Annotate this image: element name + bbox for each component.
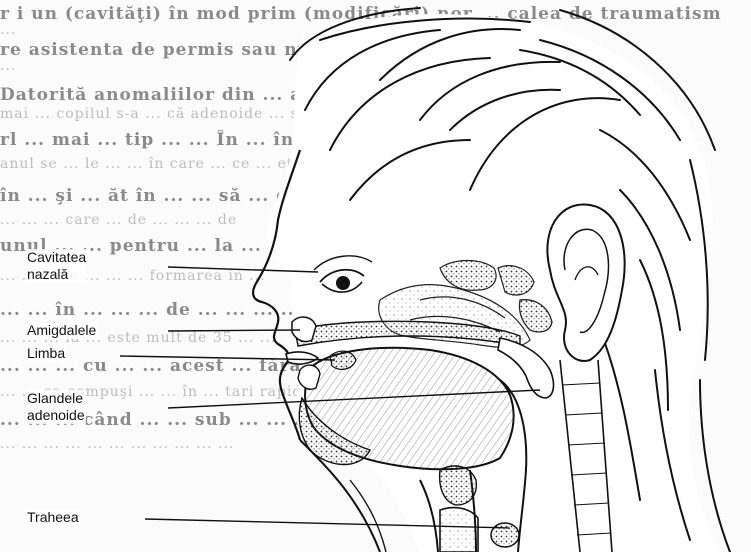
label-line: Cavitatea bbox=[27, 249, 86, 266]
label-limba: Limba bbox=[26, 345, 66, 362]
label-cavitatea-nazala: Cavitatea nazală bbox=[26, 249, 87, 283]
label-line: Amigdalele bbox=[27, 322, 96, 339]
label-line: Glandele bbox=[27, 390, 85, 407]
label-line: Limba bbox=[27, 345, 65, 362]
label-glandele-adenoide: Glandele adenoide bbox=[26, 390, 86, 424]
trachea bbox=[440, 508, 478, 552]
label-line: adenoide bbox=[27, 407, 85, 424]
label-amigdalele: Amigdalele bbox=[26, 322, 97, 339]
label-traheea: Traheea bbox=[26, 509, 80, 526]
label-line: Traheea bbox=[27, 509, 79, 526]
label-line: nazală bbox=[27, 266, 86, 283]
